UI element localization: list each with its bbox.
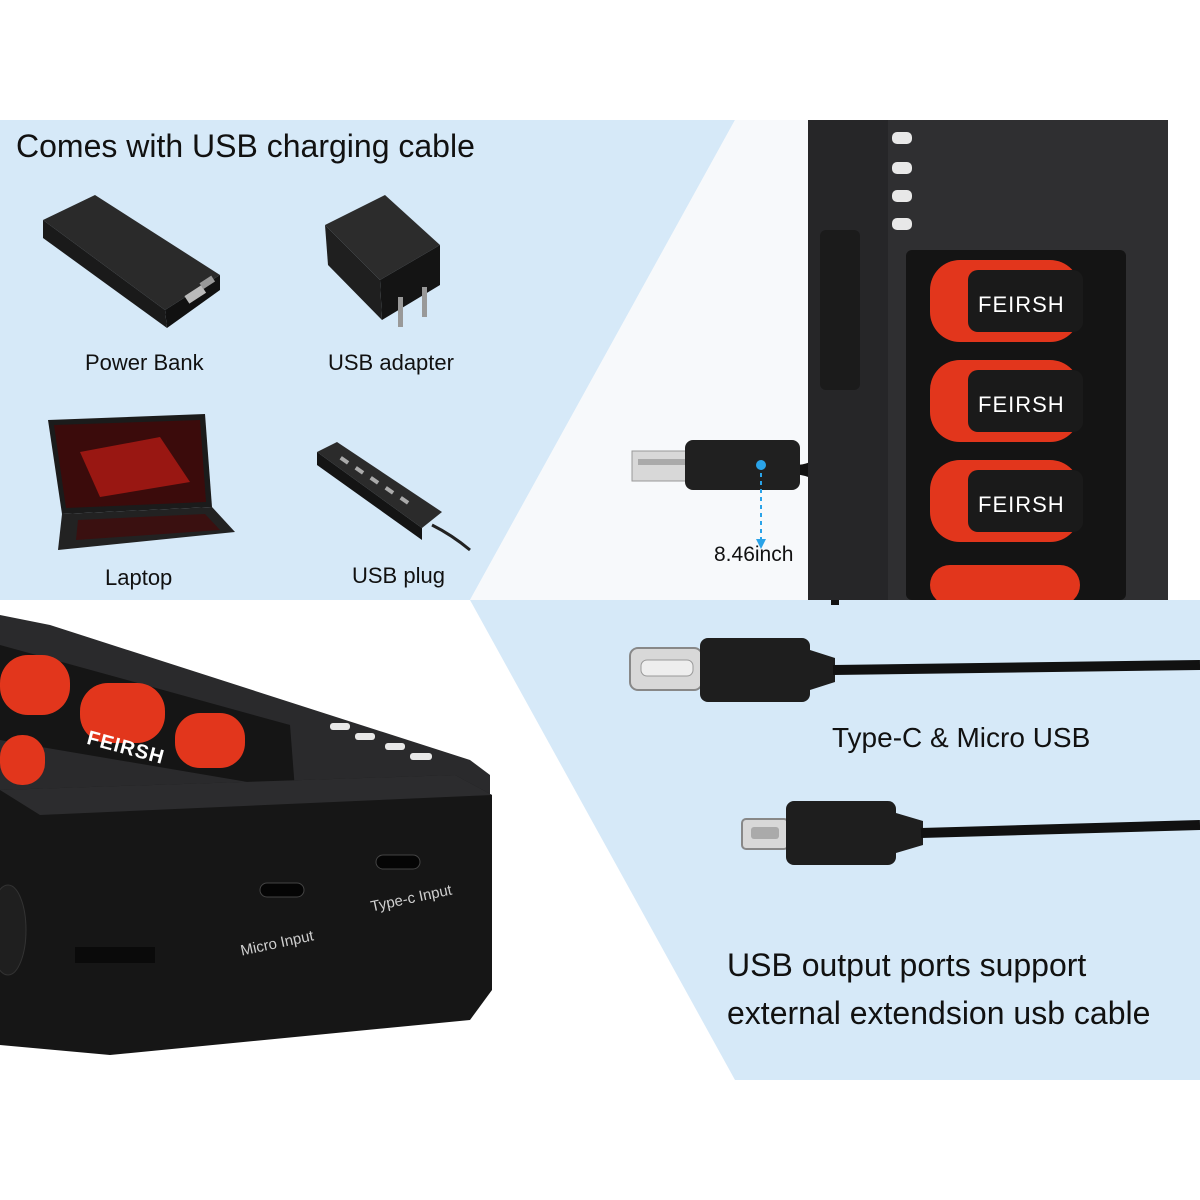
micro-usb-cable-icon — [741, 801, 1200, 865]
typec-cable-icon — [629, 638, 1200, 702]
cable-length-label: 8.46inch — [714, 543, 794, 566]
power-bank-label: Power Bank — [85, 350, 204, 375]
led-indicator — [756, 460, 766, 470]
battery-brand-3: FEIRSH — [978, 492, 1065, 517]
laptop-label: Laptop — [105, 565, 173, 590]
charger-horizontal — [0, 615, 492, 1055]
usb-plug-label: USB plug — [352, 563, 445, 588]
output-line-1: USB output ports support — [727, 947, 1087, 983]
typec-input-port — [375, 854, 421, 870]
laptop-icon — [48, 414, 235, 550]
usb-hub-icon — [317, 442, 471, 552]
connectors-label: Type-C & Micro USB — [832, 722, 1091, 753]
usb-adapter-icon — [325, 195, 440, 327]
charger-vertical — [808, 120, 1200, 600]
battery-brand-2: FEIRSH — [978, 392, 1065, 417]
micro-input-port — [259, 882, 305, 898]
output-line-2: external extendsion usb cable — [727, 995, 1151, 1031]
usb-adapter-label: USB adapter — [328, 350, 454, 375]
power-bank-icon — [43, 195, 220, 328]
battery-brand-1: FEIRSH — [978, 292, 1065, 317]
header-title: Comes with USB charging cable — [16, 128, 475, 164]
